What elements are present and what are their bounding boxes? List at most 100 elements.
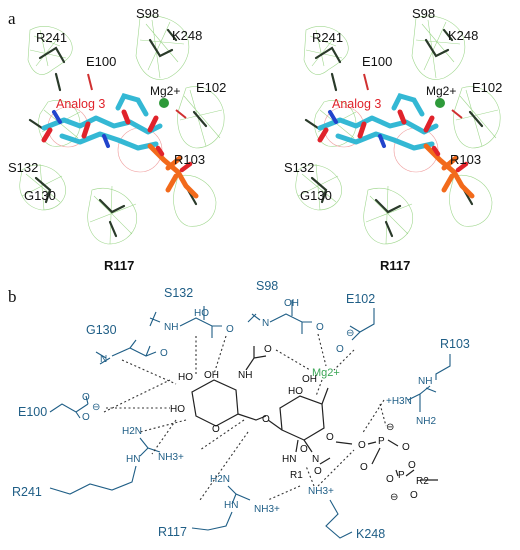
residue-s98: S98 OH N O bbox=[247, 279, 324, 334]
atom-o: O bbox=[408, 460, 416, 471]
atom-ho: HO bbox=[170, 404, 185, 415]
ligand-label: Analog 3 bbox=[56, 97, 105, 111]
atom-n: N bbox=[100, 354, 107, 365]
mg-ion bbox=[435, 98, 445, 108]
res-label: R117 bbox=[380, 258, 410, 273]
atom-o: O bbox=[402, 442, 410, 453]
atom-r2: R2 bbox=[416, 476, 429, 487]
atom-o: O bbox=[314, 466, 322, 477]
atom-o: O bbox=[358, 440, 366, 451]
res-label: R241 bbox=[36, 30, 67, 45]
atom-o-minus: ⊖ bbox=[386, 422, 394, 433]
res-label: R103 bbox=[174, 152, 205, 167]
atom-o-minus: ⊖ bbox=[346, 328, 354, 339]
res-label: R241 bbox=[12, 485, 42, 499]
atom-o: O bbox=[316, 322, 324, 333]
res-label: S98 bbox=[256, 279, 278, 293]
residue-g130: G130 N O bbox=[86, 323, 168, 365]
atom-o: O bbox=[360, 462, 368, 473]
atom-oh: OH bbox=[302, 374, 317, 385]
mg-label: Mg2+ bbox=[312, 367, 340, 379]
analog-3-ligand bbox=[41, 93, 199, 199]
hydrogen-bonds bbox=[103, 333, 387, 501]
res-label: G130 bbox=[300, 188, 332, 203]
atom-nh3: NH3+ bbox=[308, 486, 334, 497]
atom-nh3: NH3+ bbox=[158, 452, 184, 463]
atom-hn: HN bbox=[282, 454, 296, 465]
atom-o: O bbox=[226, 324, 234, 335]
res-label: E100 bbox=[362, 54, 392, 69]
res-label: R117 bbox=[104, 258, 134, 273]
atom-nh3: NH3+ bbox=[254, 504, 280, 515]
res-label: K248 bbox=[172, 28, 202, 43]
stereo-view-left: R241 S98 K248 E100 E102 Mg2+ Analog 3 S1… bbox=[8, 6, 226, 273]
panel-a-letter: a bbox=[8, 9, 16, 28]
res-label: R103 bbox=[440, 337, 470, 351]
res-label: S98 bbox=[412, 6, 435, 21]
res-label: G130 bbox=[24, 188, 56, 203]
atom-r1: R1 bbox=[290, 470, 303, 481]
residue-s132: S132 HO NH O bbox=[149, 286, 234, 338]
atom-n: N bbox=[312, 454, 319, 465]
atom-o: O bbox=[336, 344, 344, 355]
atom-o: O bbox=[264, 344, 272, 355]
metal-label: Mg2+ bbox=[150, 84, 180, 98]
res-label: E100 bbox=[86, 54, 116, 69]
residue-k248: K248 NH3+ bbox=[308, 486, 385, 541]
atom-o: O bbox=[262, 414, 270, 425]
atom-o: O bbox=[160, 348, 168, 359]
res-label: S132 bbox=[164, 286, 193, 300]
atom-nh2: NH2 bbox=[416, 416, 436, 427]
atom-o: O bbox=[82, 412, 90, 423]
ligand-structure: HO OH NH HO O O O HO OH O HN R1 O N O O bbox=[170, 344, 438, 503]
atom-o: O bbox=[410, 490, 418, 501]
residue-r117: R117 H2N HN NH3+ bbox=[158, 474, 280, 539]
res-label: R103 bbox=[450, 152, 481, 167]
residue-r241: R241 H2N HN NH3+ bbox=[12, 426, 184, 499]
atom-nh: NH bbox=[238, 370, 252, 381]
atom-o: O bbox=[386, 474, 394, 485]
atom-nh-plus: +H3N bbox=[386, 396, 412, 407]
res-label: K248 bbox=[448, 28, 478, 43]
atom-ho: HO bbox=[194, 308, 209, 319]
res-label: R241 bbox=[312, 30, 343, 45]
atom-h2n: H2N bbox=[210, 474, 230, 485]
analog-3-ligand bbox=[317, 93, 475, 199]
atom-o-minus: ⊖ bbox=[390, 492, 398, 503]
metal-label: Mg2+ bbox=[426, 84, 456, 98]
atom-nh: NH bbox=[164, 322, 178, 333]
atom-h2n: H2N bbox=[122, 426, 142, 437]
atom-ho: HO bbox=[288, 386, 303, 397]
res-label: S132 bbox=[284, 160, 314, 175]
atom-o: O bbox=[326, 432, 334, 443]
res-label: R117 bbox=[158, 525, 187, 539]
protein-sticks bbox=[304, 28, 484, 238]
atom-oh: OH bbox=[204, 370, 219, 381]
protein-sticks bbox=[28, 28, 208, 238]
res-label: S98 bbox=[136, 6, 159, 21]
atom-ho: HO bbox=[178, 372, 193, 383]
res-label: G130 bbox=[86, 323, 117, 337]
stereo-view-right: R241 S98 K248 E100 E102 Mg2+ Analog 3 S1… bbox=[284, 6, 502, 273]
atom-hn: HN bbox=[126, 454, 140, 465]
atom-p: P bbox=[398, 470, 405, 481]
atom-p: P bbox=[378, 436, 385, 447]
atom-o: O bbox=[300, 444, 308, 455]
atom-o-minus: ⊖ bbox=[92, 402, 100, 413]
res-label: K248 bbox=[356, 527, 385, 541]
residue-e102: E102 ⊖ O bbox=[336, 292, 375, 355]
res-label: E100 bbox=[18, 405, 47, 419]
mg-ion bbox=[159, 98, 169, 108]
res-label: E102 bbox=[472, 80, 502, 95]
res-label: E102 bbox=[196, 80, 226, 95]
interaction-diagram: S132 HO NH O S98 OH N O E102 ⊖ O G130 N … bbox=[12, 279, 470, 541]
res-label: S132 bbox=[8, 160, 38, 175]
panel-b-letter: b bbox=[8, 287, 17, 306]
atom-hn: HN bbox=[224, 500, 238, 511]
residue-r103: R103 NH +H3N NH2 bbox=[386, 337, 470, 427]
res-label: E102 bbox=[346, 292, 375, 306]
ligand-label: Analog 3 bbox=[332, 97, 381, 111]
atom-o: O bbox=[212, 424, 220, 435]
residue-e100: E100 O O ⊖ bbox=[18, 392, 100, 423]
